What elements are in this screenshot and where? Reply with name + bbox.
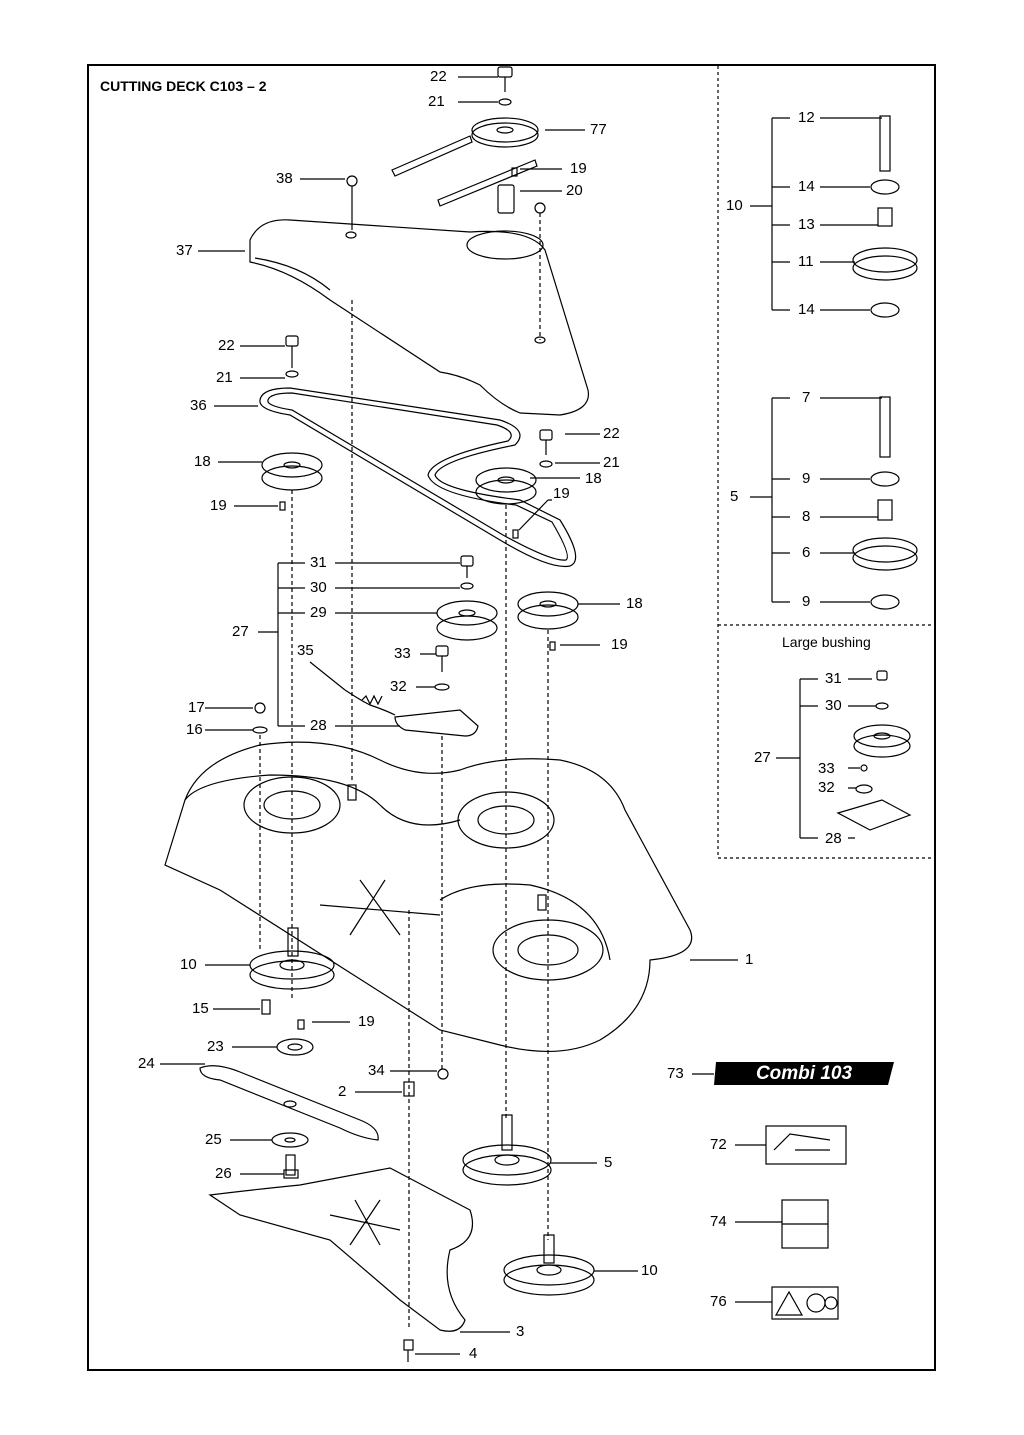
mower-blade [199, 1065, 379, 1141]
inset-callout-9: 9 [802, 470, 811, 487]
belt-cover [249, 175, 590, 780]
inset-callout-14: 14 [798, 301, 815, 318]
inset-callout-13: 13 [798, 216, 815, 233]
callout-18: 18 [585, 470, 602, 487]
inset-callout-7: 7 [802, 389, 811, 406]
callout-38: 38 [276, 170, 293, 187]
callout-32: 32 [390, 678, 407, 695]
right-spindle-assembly [503, 1234, 595, 1296]
callout-16: 16 [186, 721, 203, 738]
callout-19: 19 [210, 497, 227, 514]
callout-21: 21 [603, 454, 620, 471]
cutting-deck-housing [164, 741, 693, 1053]
inset-callout-33: 33 [818, 760, 835, 777]
callout-29: 29 [310, 604, 327, 621]
inset-callout-9: 9 [802, 593, 811, 610]
diagram-frame [87, 64, 936, 1371]
belt-routing-decal [765, 1125, 847, 1165]
inset-callout-5: 5 [730, 488, 739, 505]
left-idler-pulley [261, 335, 323, 1000]
callout-15: 15 [192, 1000, 209, 1017]
callout-74: 74 [710, 1213, 727, 1230]
callout-19: 19 [358, 1013, 375, 1030]
inset-spindle-5 [750, 396, 918, 610]
callout-19: 19 [611, 636, 628, 653]
model-badge-shape [714, 1062, 894, 1085]
callout-19: 19 [570, 160, 587, 177]
top-pulley-assembly [391, 66, 546, 340]
inset-callout-14: 14 [798, 178, 815, 195]
callout-27: 27 [232, 623, 249, 640]
inset-callout-28: 28 [825, 830, 842, 847]
inset-callout-27: 27 [754, 749, 771, 766]
callout-76: 76 [710, 1293, 727, 1310]
diagram-title: CUTTING DECK C103 – 2 [100, 78, 267, 94]
callout-2: 2 [338, 1083, 347, 1100]
callout-73: 73 [667, 1065, 684, 1082]
callout-4: 4 [469, 1345, 478, 1362]
callout-34: 34 [368, 1062, 385, 1079]
callout-17: 17 [188, 699, 205, 716]
right-pulley [517, 591, 579, 1240]
callout-leaders [160, 76, 782, 1355]
callout-22: 22 [430, 68, 447, 85]
callout-22: 22 [218, 337, 235, 354]
callout-10: 10 [180, 956, 197, 973]
inset-callout-11: 11 [798, 253, 814, 270]
callout-18: 18 [626, 595, 643, 612]
callout-5: 5 [604, 1154, 613, 1171]
inset-callout-8: 8 [802, 508, 811, 525]
large-bushing-label: Large bushing [782, 634, 871, 650]
callout-25: 25 [205, 1131, 222, 1148]
callout-22: 22 [603, 425, 620, 442]
model-badge: Combi 103 [714, 1062, 894, 1085]
callout-10: 10 [641, 1262, 658, 1279]
callout-72: 72 [710, 1136, 727, 1153]
bottom-shield [208, 1167, 474, 1332]
inset-callout-30: 30 [825, 697, 842, 714]
callout-77: 77 [590, 121, 607, 138]
tensioner-pulley-assembly [344, 555, 498, 1070]
callout-18: 18 [194, 453, 211, 470]
inset-callout-12: 12 [798, 109, 815, 126]
callout-26: 26 [215, 1165, 232, 1182]
center-spindle-assembly [462, 1114, 552, 1186]
callout-24: 24 [138, 1055, 155, 1072]
callout-23: 23 [207, 1038, 224, 1055]
callout-30: 30 [310, 579, 327, 596]
callout-31: 31 [310, 554, 327, 571]
large-bushing-assembly [776, 670, 912, 839]
callout-3: 3 [516, 1323, 525, 1340]
callout-37: 37 [176, 242, 193, 259]
callout-19: 19 [553, 485, 570, 502]
inset-spindle-10 [750, 115, 918, 318]
model-badge-text: Combi 103 [755, 1063, 853, 1084]
inset-callout-10: 10 [726, 197, 743, 214]
center-pulley [475, 429, 553, 1120]
callout-21: 21 [428, 93, 445, 110]
callout-20: 20 [566, 182, 583, 199]
drive-belt [259, 387, 577, 568]
callout-36: 36 [190, 397, 207, 414]
callout-35: 35 [297, 642, 314, 659]
inset-callout-32: 32 [818, 779, 835, 796]
callout-1: 1 [745, 951, 754, 968]
inset-callout-31: 31 [825, 670, 842, 687]
warning-decal [771, 1286, 839, 1320]
inset-callout-6: 6 [802, 544, 811, 561]
callout-33: 33 [394, 645, 411, 662]
callout-28: 28 [310, 717, 327, 734]
callout-21: 21 [216, 369, 233, 386]
